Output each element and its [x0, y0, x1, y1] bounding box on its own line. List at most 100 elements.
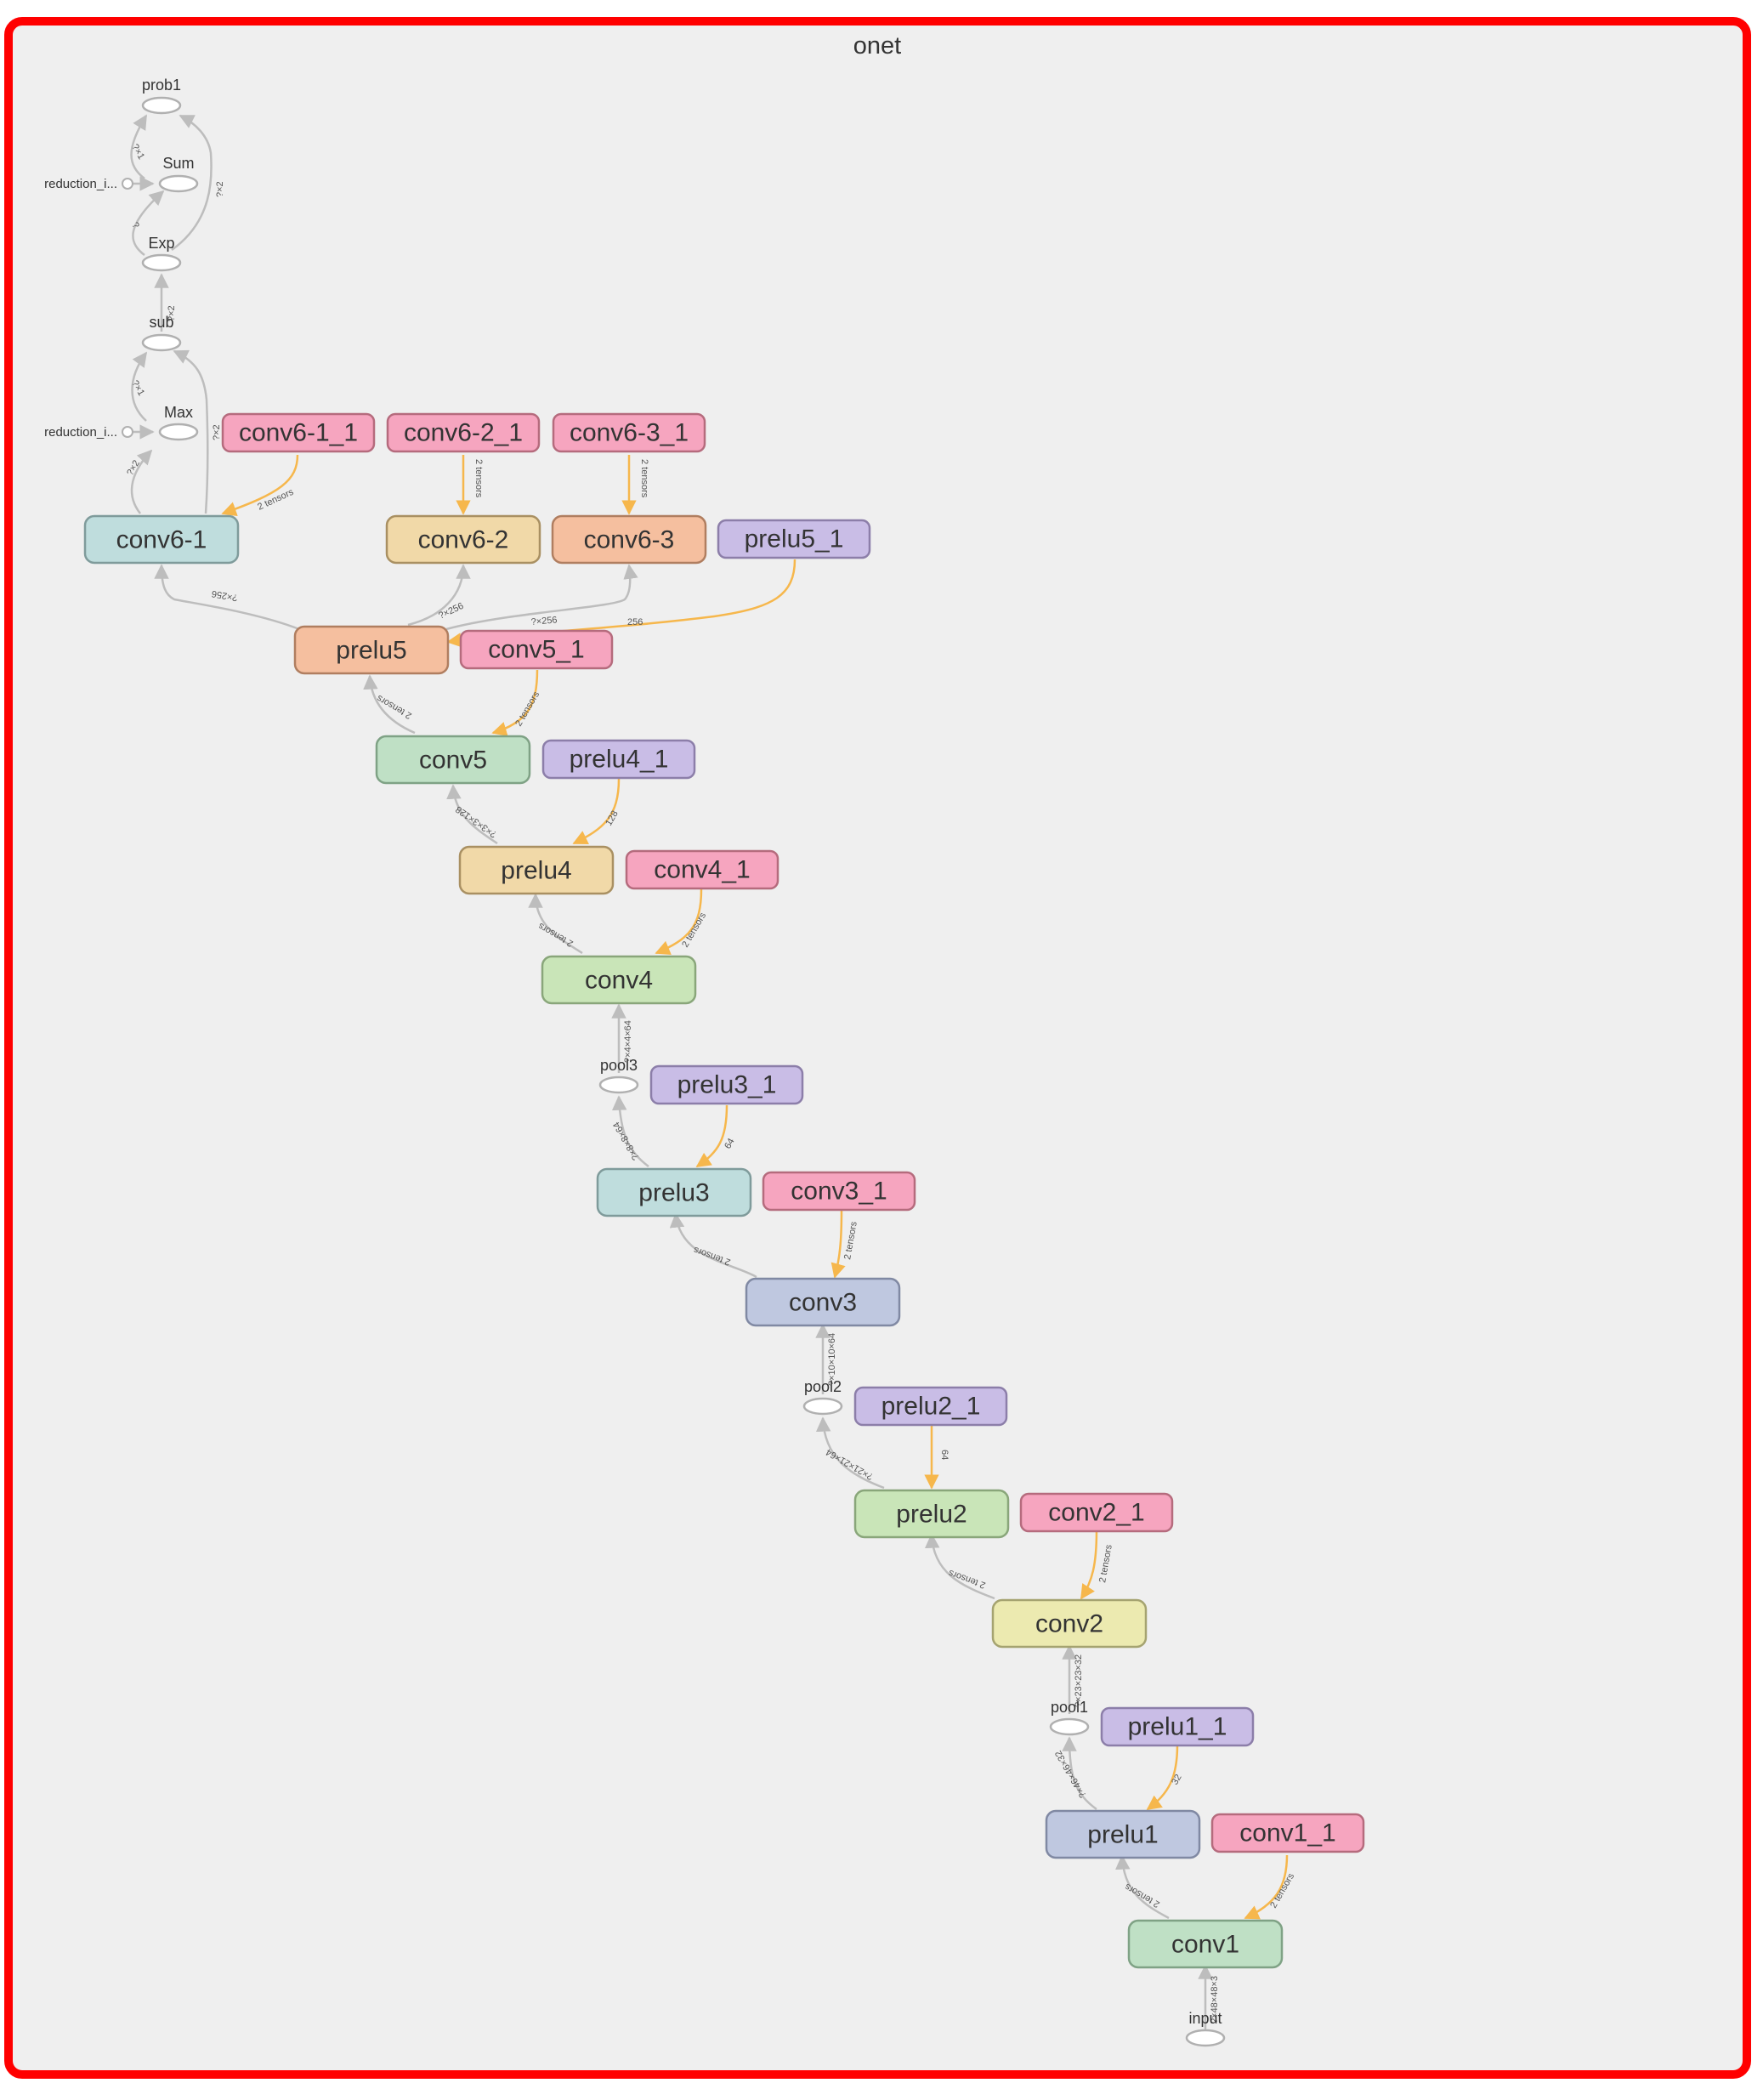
node-prelu3[interactable]: prelu3: [596, 1167, 752, 1217]
node-conv5_1[interactable]: conv5_1: [459, 629, 614, 670]
op-prob1[interactable]: prob1: [141, 77, 182, 115]
node-prelu1_1[interactable]: prelu1_1: [1100, 1706, 1255, 1747]
edge-label-prelu5-conv61: ?×256: [211, 588, 239, 603]
graph-frame: [4, 17, 1751, 2079]
node-conv1_1-label: conv1_1: [1239, 1819, 1335, 1847]
node-conv4_1-label: conv4_1: [654, 856, 750, 884]
node-conv6-2_1[interactable]: conv6-2_1: [386, 412, 541, 453]
edge-label-pool2-conv3: ?×10×10×64: [827, 1333, 837, 1386]
edge-label-pool1-conv2: ?×23×23×32: [1074, 1654, 1084, 1707]
node-conv3_1-label: conv3_1: [791, 1178, 887, 1206]
node-conv3-label: conv3: [789, 1289, 857, 1317]
data-edges: [130, 114, 1213, 2030]
edge-label-sub-exp: ?×2: [167, 305, 177, 321]
node-conv3[interactable]: conv3: [745, 1277, 901, 1327]
node-conv4_1[interactable]: conv4_1: [625, 849, 779, 890]
op-input-label: input: [1188, 2010, 1222, 2027]
node-conv6-3[interactable]: conv6-3: [551, 514, 707, 565]
op-exp-label: Exp: [148, 235, 174, 252]
edge-label-conv61-sub: ?×2: [212, 424, 222, 440]
op-pool2[interactable]: pool2: [802, 1378, 843, 1416]
edge-label-c621-c62: 2 tensors: [473, 459, 484, 498]
node-prelu3-label: prelu3: [638, 1179, 709, 1207]
reduction-sum-node[interactable]: reduction_i...: [44, 177, 133, 191]
node-conv6-1_1[interactable]: conv6-1_1: [221, 412, 376, 453]
edge-c21-c2: [1080, 1530, 1098, 1600]
edge-c41-c4: [655, 888, 703, 955]
node-prelu2-label: prelu2: [896, 1501, 967, 1529]
node-prelu5[interactable]: prelu5: [293, 625, 450, 675]
op-pool1[interactable]: pool1: [1049, 1699, 1090, 1736]
node-conv2-label: conv2: [1035, 1610, 1103, 1638]
node-conv1-label: conv1: [1171, 1931, 1239, 1959]
edge-p31-p3: [695, 1104, 728, 1168]
node-prelu2_1[interactable]: prelu2_1: [853, 1386, 1008, 1427]
node-conv6-1-label: conv6-1: [116, 526, 207, 554]
edge-c31-c3: [830, 1210, 846, 1279]
edge-prelu5-conv61: [154, 564, 300, 631]
node-prelu1-label: prelu1: [1087, 1821, 1158, 1849]
node-conv5[interactable]: conv5: [375, 735, 531, 785]
node-prelu4[interactable]: prelu4: [458, 845, 615, 895]
node-prelu5-label: prelu5: [336, 637, 406, 665]
op-pool3[interactable]: pool3: [598, 1057, 639, 1094]
node-conv2[interactable]: conv2: [991, 1598, 1148, 1649]
op-exp[interactable]: Exp: [141, 235, 182, 272]
edge-label-exp-prob1: ?×2: [215, 181, 225, 197]
edge-label-p21-p2: 64: [939, 1450, 950, 1460]
node-conv5-label: conv5: [419, 746, 487, 775]
node-conv6-3_1[interactable]: conv6-3_1: [552, 412, 706, 453]
op-pool2-label: pool2: [804, 1378, 842, 1395]
edge-label-p11-p1: 32: [1170, 1773, 1184, 1787]
reduction-max-node[interactable]: reduction_i...: [44, 425, 133, 440]
op-max[interactable]: Max: [158, 404, 199, 441]
node-conv4[interactable]: conv4: [541, 955, 697, 1005]
edge-prelu5-conv63: [445, 564, 638, 631]
edge-c611-c61: [221, 454, 299, 517]
edge-c51-c5: [491, 669, 539, 736]
op-max-label: Max: [164, 404, 193, 421]
edge-c11-c1: [1244, 1854, 1289, 1920]
edge-label-p31-p3: 64: [723, 1137, 737, 1151]
node-prelu2[interactable]: prelu2: [853, 1489, 1010, 1539]
op-sum[interactable]: Sum: [158, 155, 199, 193]
node-conv1_1[interactable]: conv1_1: [1210, 1813, 1365, 1853]
node-prelu5_1-label: prelu5_1: [745, 525, 844, 553]
edge-label-p51-p5: 256: [627, 617, 643, 627]
reduction-max-label: reduction_i...: [44, 425, 117, 440]
op-pool1-label: pool1: [1051, 1699, 1088, 1716]
edge-conv61-sub: [173, 349, 209, 514]
node-prelu2_1-label: prelu2_1: [882, 1393, 981, 1421]
node-prelu1[interactable]: prelu1: [1045, 1809, 1201, 1859]
edge-prelu3-pool3: [611, 1095, 649, 1168]
op-sub-label: sub: [149, 314, 173, 331]
node-conv6-2[interactable]: conv6-2: [385, 514, 541, 565]
node-conv6-1[interactable]: conv6-1: [83, 514, 240, 565]
op-sub[interactable]: sub: [141, 314, 182, 352]
node-conv1[interactable]: conv1: [1127, 1919, 1284, 1969]
edge-exp-sum: [132, 190, 165, 256]
edge-label-exp-sum: ?: [129, 221, 140, 230]
op-input[interactable]: input: [1185, 2010, 1226, 2047]
edge-exp-prob1: [171, 114, 213, 252]
node-conv6-3-label: conv6-3: [584, 526, 675, 554]
op-sum-label: Sum: [162, 155, 194, 172]
node-conv6-2_1-label: conv6-2_1: [404, 419, 523, 447]
node-conv2_1[interactable]: conv2_1: [1019, 1492, 1174, 1533]
edge-conv3-prelu3: [669, 1212, 757, 1279]
node-prelu4_1[interactable]: prelu4_1: [541, 739, 696, 780]
node-conv6-2-label: conv6-2: [418, 526, 509, 554]
node-prelu5_1[interactable]: prelu5_1: [717, 519, 871, 559]
node-conv6-1_1-label: conv6-1_1: [239, 419, 358, 447]
edge-p41-p4: [572, 778, 621, 845]
edge-conv4-prelu4: [528, 893, 583, 955]
node-prelu4-label: prelu4: [501, 857, 571, 885]
edge-conv61-max: [130, 449, 153, 514]
node-conv6-3_1-label: conv6-3_1: [570, 419, 689, 447]
edge-sum-prob1: [130, 114, 148, 179]
edge-prelu1-pool1: [1062, 1736, 1097, 1811]
node-conv3_1[interactable]: conv3_1: [762, 1171, 916, 1212]
node-prelu1_1-label: prelu1_1: [1128, 1713, 1227, 1741]
node-prelu3_1[interactable]: prelu3_1: [649, 1064, 804, 1105]
